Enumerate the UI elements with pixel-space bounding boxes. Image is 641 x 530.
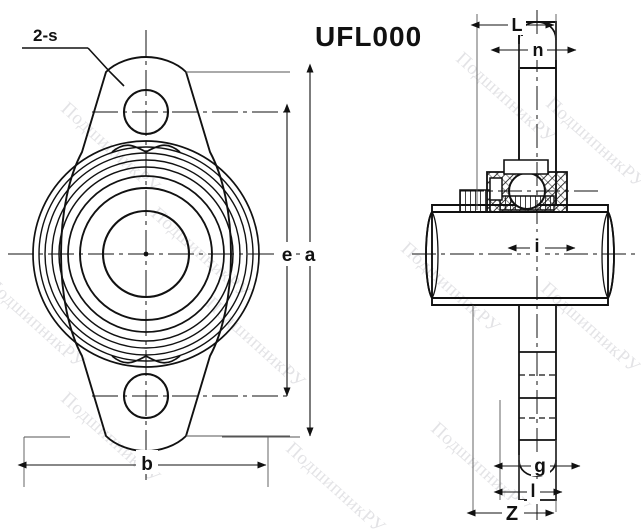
section-view: L n i g (412, 10, 636, 525)
dimension-e-label-top: e (282, 245, 293, 266)
bearing-inner-race (499, 195, 555, 211)
dimension-i-label: i (534, 236, 539, 256)
lower-stem-bands (519, 374, 556, 419)
section-centerlines (412, 10, 636, 520)
front-view: 2-s e e a (8, 26, 319, 487)
watermark: ПодшипникРУ (57, 98, 165, 198)
shaft-overlay (425, 211, 615, 299)
g-label-gap (531, 452, 550, 476)
dimension-Z-label: Z (506, 503, 518, 525)
callout-leader (87, 47, 125, 87)
Z-label-gap (502, 500, 524, 525)
bolt-note-label: 2-s (33, 26, 58, 45)
b-label-gap (136, 450, 158, 474)
bearing-insert (459, 159, 568, 213)
dimension-n-label: n (533, 40, 544, 60)
section-bottom-extension-lines (472, 305, 557, 512)
bearing-seal-left (459, 189, 491, 213)
watermark: ПодшипникРУ (202, 293, 310, 393)
dimension-g-label: g (534, 456, 546, 477)
dimension-b-label: b (141, 454, 153, 475)
L-label-gap (508, 13, 526, 35)
e-label-gap (279, 242, 296, 266)
dimension-L-label: L (512, 15, 523, 35)
a-label-gap (301, 242, 319, 266)
bearing-collar (503, 159, 549, 175)
front-extension-lines (186, 71, 290, 437)
watermark: ПодшипникРУ (282, 438, 390, 530)
watermark: ПодшипникРУ (452, 48, 560, 148)
front-bottom-extension-lines (23, 436, 300, 487)
dimension-l-label: l (530, 481, 535, 501)
bolt-note-callout: 2-s (22, 26, 125, 87)
watermark: ПодшипникРУ (397, 238, 505, 338)
n-label-gap (528, 38, 547, 60)
i-label-gap (530, 232, 545, 256)
page-title: UFL000 (315, 21, 422, 52)
watermark: ПодшипникРУ (537, 278, 641, 378)
center-mark (143, 251, 149, 257)
bearing-seal-shoulder (489, 177, 503, 201)
dimension-a-label: a (305, 245, 316, 266)
l-label-gap (527, 479, 540, 501)
